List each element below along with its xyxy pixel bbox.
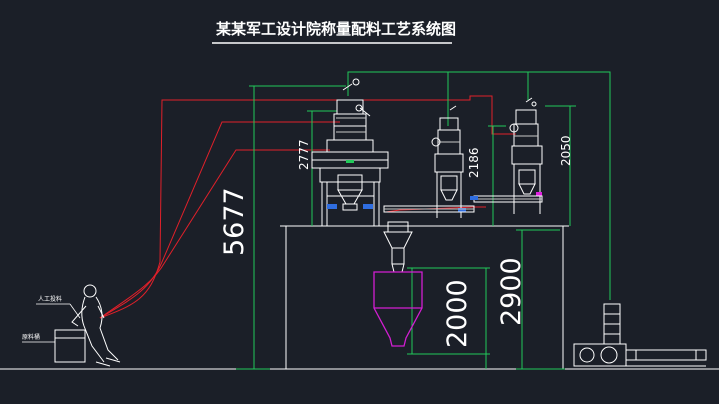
dimension-2186: 2186 [467,147,481,178]
dimension-2050: 2050 [559,135,573,166]
weighing-station-1 [311,78,389,226]
station-1-indicator [346,160,354,163]
station-3-magenta-valve [536,192,542,196]
dimension-lines [236,71,611,370]
raw-material-bin [54,329,86,363]
platform-structure [280,225,569,369]
conveyor-blue-valve [470,196,478,200]
dimension-2777: 2777 [297,139,311,170]
dimension-5677: 5677 [219,187,250,256]
weighing-station-3 [509,97,543,214]
mixer-funnel [383,221,413,273]
dimension-2900: 2900 [496,257,527,326]
dimension-2000: 2000 [442,279,473,348]
station-2-blue-valve [458,208,466,212]
drawing-title: 某某军工设计院称量配料工艺系统图 [216,20,456,38]
label-leaders [22,303,81,343]
receiving-hopper [373,271,423,347]
station-1-blue-valve [327,204,337,209]
station-1-blue-valve-right [363,204,373,209]
operator-figure [71,284,121,367]
vacuum-blower-unit [573,303,707,367]
label-raw-bin: 原料桶 [22,333,40,341]
label-manual-feed: 人工投料 [38,295,62,303]
